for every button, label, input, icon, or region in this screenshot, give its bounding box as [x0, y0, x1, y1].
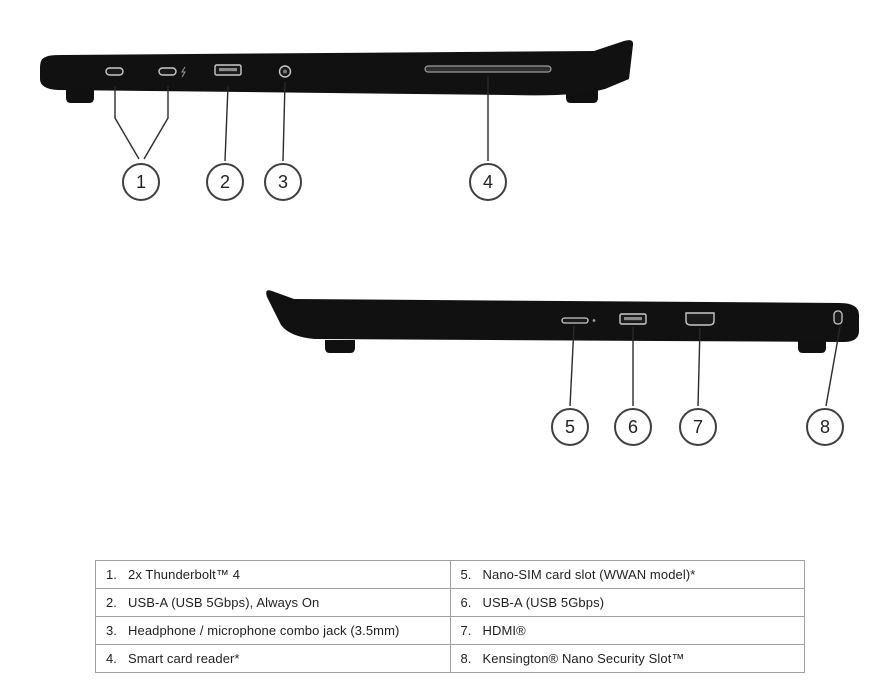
legend-text: 2x Thunderbolt™ 4: [128, 567, 241, 582]
laptop-right-side-view: [266, 290, 859, 407]
callout-line-8: [825, 326, 841, 407]
legend-text: USB-A (USB 5Gbps), Always On: [128, 595, 320, 610]
legend-number: 3.: [106, 623, 117, 638]
smart-card-slot: [424, 65, 552, 73]
legend-cell: 5. Nano-SIM card slot (WWAN model)*: [449, 560, 805, 589]
legend-cell: 2. USB-A (USB 5Gbps), Always On: [95, 588, 451, 617]
callout-7: 7: [679, 408, 717, 446]
usb-a-tongue: [624, 317, 642, 321]
legend-number: 1.: [106, 567, 117, 582]
legend-text: HDMI®: [482, 623, 526, 638]
kensington-slot: [833, 310, 843, 325]
thunderbolt-icon: [181, 66, 186, 78]
legend-text: Kensington® Nano Security Slot™: [482, 651, 685, 666]
legend-number: 7.: [460, 623, 472, 638]
callout-3: 3: [264, 163, 302, 201]
legend-cell: 6. USB-A (USB 5Gbps): [449, 588, 805, 617]
legend-number: 2.: [106, 595, 117, 610]
laptop-left-side-view: [40, 40, 634, 162]
legend-cell: 7. HDMI®: [449, 616, 805, 645]
callout-6: 6: [614, 408, 652, 446]
table-row: 1. 2x Thunderbolt™ 4 5. Nano-SIM card slot…: [95, 560, 805, 589]
callout-1: 1: [122, 163, 160, 201]
callout-8: 8: [806, 408, 844, 446]
sim-eject-pinhole: [592, 319, 596, 322]
laptop-foot: [325, 340, 355, 353]
usb-a-tongue: [219, 68, 237, 72]
callout-line-3: [282, 81, 286, 162]
audio-jack-hole: [283, 69, 287, 74]
table-row: 2. USB-A (USB 5Gbps), Always On 6. USB-A (…: [95, 588, 805, 617]
legend-number: 4.: [106, 651, 117, 666]
callout-line-2: [224, 85, 229, 162]
callout-2: 2: [206, 163, 244, 201]
laptop-foot: [798, 340, 826, 353]
callout-line-1b: [143, 86, 169, 160]
legend-number: 5.: [460, 567, 472, 582]
callout-line-7: [697, 327, 701, 407]
legend-text: Smart card reader*: [128, 651, 240, 666]
legend-text: Nano-SIM card slot (WWAN model)*: [482, 567, 696, 582]
nano-sim-slot: [561, 317, 589, 324]
callout-line-1: [114, 86, 140, 160]
usb-c-port-2: [158, 67, 177, 76]
laptop-foot: [66, 89, 94, 103]
table-row: 3. Headphone / microphone combo jack (3.5…: [95, 616, 805, 645]
hdmi-port: [685, 312, 715, 326]
legend-number: 6.: [460, 595, 472, 610]
legend-text: Headphone / microphone combo jack (3.5mm…: [128, 623, 400, 638]
ports-legend-table: 1. 2x Thunderbolt™ 4 5. Nano-SIM card slot…: [95, 560, 805, 673]
laptop-body: [266, 290, 859, 342]
table-row: 4. Smart card reader* 8. Kensington® Nano …: [95, 644, 805, 673]
callout-line-5: [569, 325, 575, 407]
legend-number: 8.: [460, 651, 472, 666]
legend-text: USB-A (USB 5Gbps): [482, 595, 605, 610]
legend-cell: 8. Kensington® Nano Security Slot™: [449, 644, 805, 673]
legend-cell: 1. 2x Thunderbolt™ 4: [95, 560, 451, 589]
callout-5: 5: [551, 408, 589, 446]
callout-4: 4: [469, 163, 507, 201]
usb-c-port-1: [105, 67, 124, 76]
legend-cell: 4. Smart card reader*: [95, 644, 451, 673]
laptop-body: [40, 40, 634, 96]
legend-cell: 3. Headphone / microphone combo jack (3.5…: [95, 616, 451, 645]
